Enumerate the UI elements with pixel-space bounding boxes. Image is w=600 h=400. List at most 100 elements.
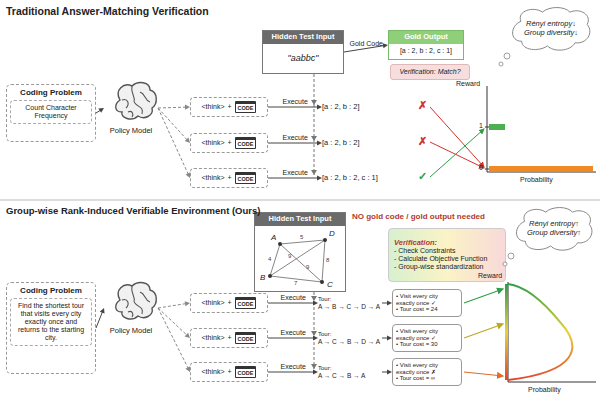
code-icon: CODE (235, 172, 257, 184)
reward-link (430, 129, 484, 177)
response-box: <think>+CODE (190, 293, 268, 313)
edge-label: Execute (281, 294, 306, 301)
box-heading: Hidden Test Input (263, 31, 343, 44)
connector-line (268, 143, 318, 144)
tour-label: Tour: (318, 296, 331, 303)
edge-label: Gold Code (350, 40, 383, 47)
box-heading: Gold Output (389, 31, 463, 44)
bubble-text: Group diversity↓ (524, 29, 578, 38)
input-value: "aabbc" (288, 44, 319, 73)
result-box: • Visit every city exactly once ✗• Tour … (392, 358, 462, 386)
edge-weight: 9 (288, 253, 291, 260)
tour-output: Tour:A → C → B → A (318, 361, 382, 383)
connector-line (96, 110, 101, 113)
problem-text: Find the shortest tour that visits every… (10, 298, 92, 346)
arrow-head (185, 105, 190, 110)
arrow-head (387, 300, 392, 305)
gold-output-box: Gold Output[a : 2, b : 2, c : 1] (388, 30, 464, 60)
arrow-head (313, 369, 318, 374)
arrow-head (383, 43, 388, 48)
box-heading: Verification: (394, 239, 437, 248)
tour-output: Tour:A → C → B → D → A (318, 327, 382, 349)
tour-cost: • Tour cost = 24 (396, 306, 438, 313)
connector-line (268, 107, 318, 108)
output-text: [a : 2, b : 2] (322, 136, 408, 150)
tick-label: 1 (479, 122, 483, 130)
result-box: • Visit every city exactly once ✓• Tour … (392, 289, 462, 317)
edge-label: Execute (283, 169, 308, 176)
input-feed-line (314, 74, 315, 175)
bubble-trail (499, 53, 514, 266)
code-icon: CODE (235, 332, 257, 344)
arrow-head (98, 108, 104, 113)
think-tag: <think> (202, 139, 225, 147)
thought-bubble: Rényi entropy↑Group diversity↑ (512, 206, 596, 252)
connector-line (382, 372, 388, 373)
verification-box: Verification: Match? (390, 64, 470, 80)
edge-label: Execute (283, 134, 308, 141)
output-text: [a : 2, b : 2, c : 1] (322, 171, 408, 185)
connector (158, 108, 190, 178)
tour-path: A → C → B → A (318, 372, 365, 379)
output-value: [a : 2, b : 2] (322, 139, 360, 148)
problem-box: Coding ProblemCount Character Frequency (6, 84, 96, 142)
connector (382, 369, 392, 374)
tour-path: A → C → B → D → A (318, 338, 380, 345)
connector (382, 335, 392, 340)
plus-sign: + (227, 334, 231, 342)
output-text: [a : 2, b : 2] (322, 100, 408, 114)
output-value: [a : 2, b : 2, c : 1] (322, 174, 378, 183)
plus-sign: + (227, 139, 231, 147)
axis-label: Reward (456, 80, 480, 88)
axis-ticks (485, 127, 489, 169)
plus-sign: + (227, 174, 231, 182)
check-item: - Group-wise standardization (394, 263, 484, 271)
tour-label: Tour: (318, 331, 331, 338)
edge-label: Execute (283, 98, 308, 105)
edge-label: Execute (281, 329, 306, 336)
tour-cost: • Tour cost = 30 (396, 341, 438, 348)
connector-line (382, 303, 388, 304)
edge-weight: 4 (268, 256, 271, 263)
connector-line (96, 312, 103, 328)
arrow-head (185, 301, 190, 306)
city-label: D (329, 230, 335, 239)
bubble-text: Rényi entropy↑ (529, 220, 579, 229)
connector (268, 175, 322, 180)
note-text: NO gold code / gold output needed (352, 213, 485, 222)
arrow-head (100, 308, 105, 314)
response-box: <think>+CODE (190, 97, 268, 117)
code-icon: CODE (235, 101, 257, 113)
arrow-head (317, 140, 322, 145)
section-title: Group-wise Rank-Induced Verifiable Envir… (6, 206, 260, 216)
connector-line (158, 108, 187, 140)
input-box: Hidden Test Input (254, 212, 346, 292)
problem-text: Count Character Frequency (10, 100, 92, 124)
response-box: <think>+ CODE (190, 168, 268, 188)
connector (268, 369, 318, 374)
tick-label: 0 (479, 164, 483, 172)
reward-bar (489, 124, 505, 130)
edge-weight: 8 (326, 257, 329, 264)
think-tag: <think> (202, 368, 225, 376)
tour-cost: • Tour cost = ∞ (396, 375, 435, 382)
bubble-shape (517, 208, 592, 251)
input-feed-heads (311, 296, 317, 369)
think-tag: <think> (202, 174, 225, 182)
output-value: [a : 2, b : 2, c : 1] (400, 44, 452, 59)
edge-weight: 5 (300, 234, 303, 241)
connector-line (158, 107, 186, 109)
section-title: Traditional Answer-Matching Verification (6, 6, 209, 18)
problem-box: Coding ProblemFind the shortest tour tha… (6, 282, 96, 374)
model-label: Policy Model (110, 327, 153, 336)
tour-path: A → B → C → D → A (318, 303, 380, 310)
connector (96, 308, 105, 328)
brain-icon (116, 83, 157, 119)
connector-line (158, 304, 186, 308)
chart-axes (508, 282, 596, 382)
connector-line (158, 308, 187, 335)
city-label: B (260, 274, 265, 283)
